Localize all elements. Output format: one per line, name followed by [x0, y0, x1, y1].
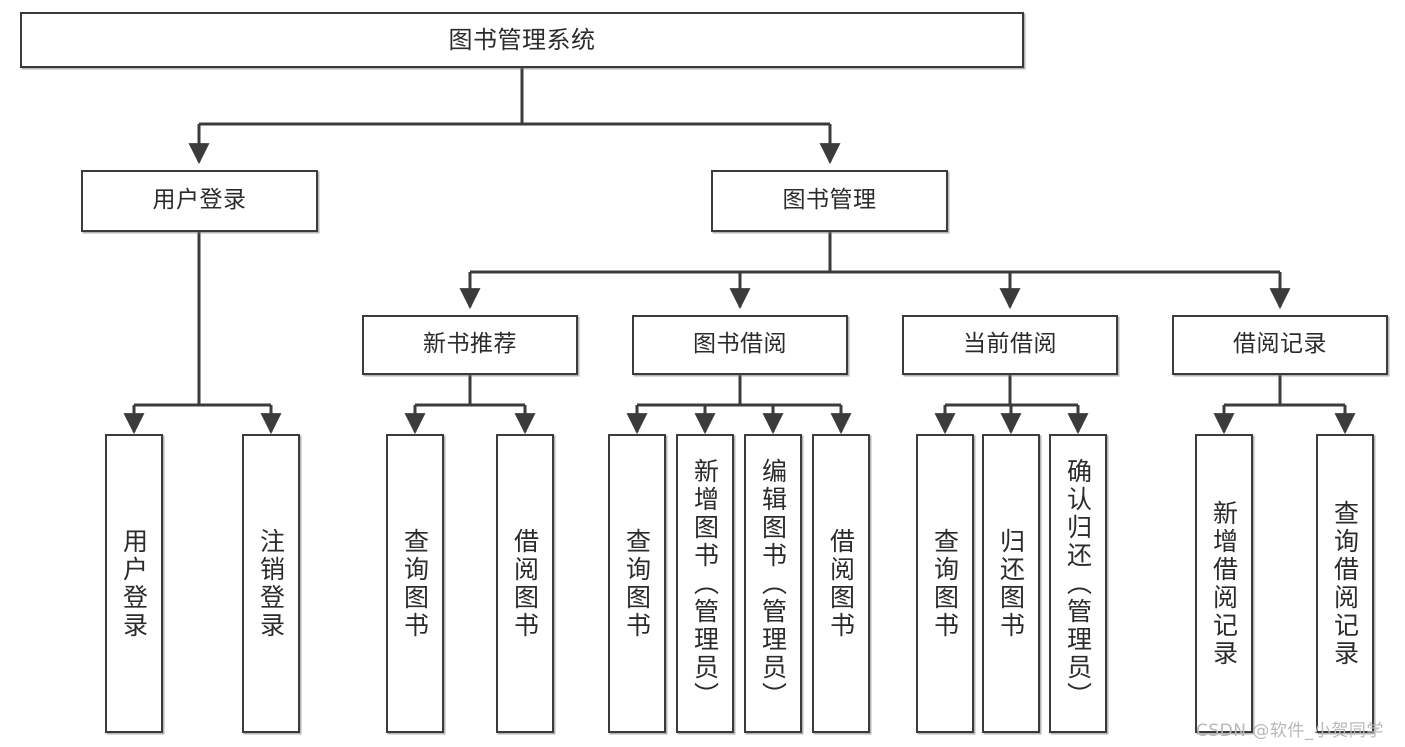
- leaf-user-login[interactable]: 用户登录: [105, 434, 163, 733]
- node-root[interactable]: 图书管理系统: [20, 12, 1024, 68]
- node-book-management[interactable]: 图书管理: [711, 170, 948, 232]
- leaf-borrow-book-1-label: 借阅图书: [510, 527, 540, 640]
- leaf-add-book[interactable]: 新增图书（管理员）: [676, 434, 734, 733]
- leaf-add-book-label: 新增图书（管理员）: [690, 457, 720, 710]
- node-current-borrow[interactable]: 当前借阅: [902, 315, 1118, 375]
- leaf-edit-book[interactable]: 编辑图书（管理员）: [744, 434, 802, 733]
- node-book-borrow[interactable]: 图书借阅: [632, 315, 848, 375]
- leaf-query-book-1-label: 查询图书: [400, 527, 430, 640]
- leaf-query-record-label: 查询借阅记录: [1330, 499, 1360, 668]
- node-user-login-label: 用户登录: [152, 187, 247, 214]
- leaf-logout-login[interactable]: 注销登录: [242, 434, 300, 733]
- leaf-borrow-book-1[interactable]: 借阅图书: [496, 434, 554, 733]
- leaf-query-book-2-label: 查询图书: [622, 527, 652, 640]
- leaf-return-book[interactable]: 归还图书: [982, 434, 1040, 733]
- node-book-management-label: 图书管理: [782, 187, 877, 214]
- csdn-watermark: CSDN @软件_小贺同学: [1196, 721, 1384, 741]
- leaf-query-book-3[interactable]: 查询图书: [916, 434, 974, 733]
- leaf-query-book-2[interactable]: 查询图书: [608, 434, 666, 733]
- leaf-add-record-label: 新增借阅记录: [1209, 499, 1239, 668]
- leaf-user-login-label: 用户登录: [119, 527, 149, 640]
- node-root-label: 图书管理系统: [448, 25, 596, 54]
- node-current-borrow-label: 当前借阅: [963, 331, 1057, 358]
- leaf-edit-book-label: 编辑图书（管理员）: [758, 457, 788, 710]
- leaf-query-book-3-label: 查询图书: [930, 527, 960, 640]
- leaf-query-record[interactable]: 查询借阅记录: [1316, 434, 1374, 733]
- leaf-borrow-book-2[interactable]: 借阅图书: [812, 434, 870, 733]
- node-book-borrow-label: 图书借阅: [693, 331, 787, 358]
- leaf-borrow-book-2-label: 借阅图书: [826, 527, 856, 640]
- leaf-return-book-label: 归还图书: [996, 527, 1026, 640]
- leaf-confirm-return[interactable]: 确认归还（管理员）: [1049, 434, 1107, 733]
- leaf-add-record[interactable]: 新增借阅记录: [1195, 434, 1253, 733]
- leaf-logout-login-label: 注销登录: [256, 527, 286, 640]
- node-user-login[interactable]: 用户登录: [81, 170, 318, 232]
- node-new-book-recommend-label: 新书推荐: [423, 331, 517, 358]
- leaf-query-book-1[interactable]: 查询图书: [386, 434, 444, 733]
- leaf-confirm-return-label: 确认归还（管理员）: [1063, 457, 1093, 710]
- node-borrow-record[interactable]: 借阅记录: [1172, 315, 1388, 375]
- node-new-book-recommend[interactable]: 新书推荐: [362, 315, 578, 375]
- node-borrow-record-label: 借阅记录: [1233, 331, 1327, 358]
